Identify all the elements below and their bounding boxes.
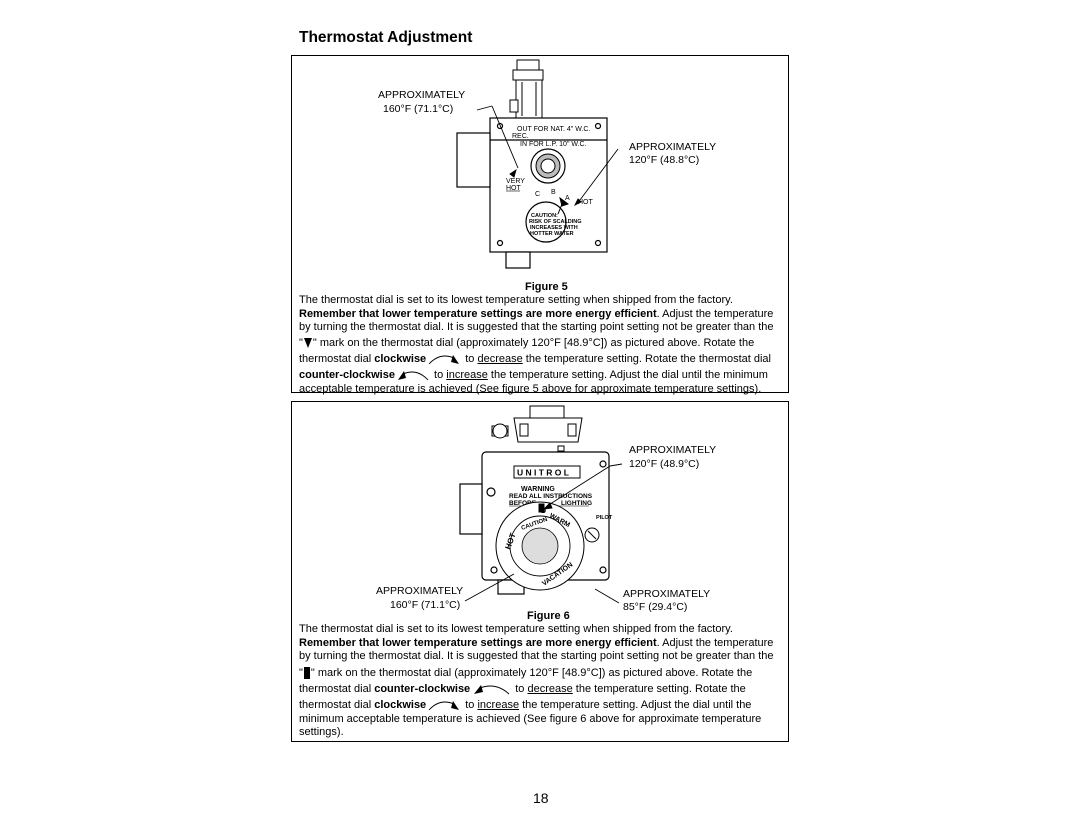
label-hot-right: HOT (578, 199, 594, 206)
counterclockwise-arrow-icon-6 (474, 684, 510, 695)
page-number: 18 (533, 790, 549, 806)
unitrol-top-fitting (491, 405, 583, 452)
label-approx-right: APPROXIMATELY (629, 141, 716, 153)
label-caution-1: CAUTION: (531, 213, 558, 219)
label-approx-left-6: APPROXIMATELY (376, 585, 463, 597)
label-approx-right-top: APPROXIMATELY (629, 444, 716, 456)
leader-lines (476, 105, 619, 207)
figure-5-panel: APPROXIMATELY 160°F (71.1°C) APPROXIMATE… (291, 55, 789, 395)
dial-marker-icon (303, 666, 310, 679)
label-before: BEFORE (509, 500, 537, 507)
label-a: A (565, 195, 570, 202)
label-temp-right: 120°F (48.8°C) (629, 154, 699, 166)
label-brand: U N I T R O L (517, 468, 569, 478)
pilot-knob-6 (584, 527, 600, 543)
pilot-knob (530, 148, 566, 184)
label-approx-right-bottom: APPROXIMATELY (623, 588, 710, 600)
page-title: Thermostat Adjustment (299, 29, 473, 46)
thermostat-dial (525, 196, 570, 243)
figure-5-paragraph: The thermostat dial is set to its lowest… (299, 294, 774, 395)
label-lighting: LIGHTING (561, 500, 592, 507)
label-temp-left: 160°F (71.1°C) (383, 103, 453, 115)
figure-5-diagram: APPROXIMATELY 160°F (71.1°C) APPROXIMATE… (378, 59, 716, 269)
label-caution-4: HOTTER WATER (530, 231, 574, 237)
label-temp-left-6: 160°F (71.1°C) (390, 599, 460, 611)
label-gas-in: IN FOR L.P. 10" W.C. (520, 141, 587, 148)
label-pilot: PILOT (596, 515, 613, 521)
label-temp-right-bottom: 85°F (29.4°C) (623, 601, 687, 613)
label-caution-2: RISK OF SCALDING (529, 219, 582, 225)
dial-pointer-icon (303, 337, 312, 348)
label-temp-right-top: 120°F (48.9°C) (629, 458, 699, 470)
label-d: D (541, 508, 546, 515)
figure-6-caption: Figure 6 (527, 610, 570, 622)
temperature-dial (495, 501, 585, 591)
leader-lines-6 (464, 463, 623, 604)
figure-6-diagram: U N I T R O L WARNING READ ALL INSTRUCTI… (376, 405, 716, 613)
label-gas-out: OUT FOR NAT. 4" W.C. (517, 126, 590, 133)
label-warning: WARNING (521, 486, 555, 493)
counterclockwise-arrow-icon (397, 371, 429, 381)
label-approx-left: APPROXIMATELY (378, 89, 465, 101)
clockwise-arrow-icon-6 (428, 701, 460, 711)
label-read-all: READ ALL INSTRUCTIONS (509, 493, 593, 500)
gas-valve-body (456, 117, 608, 269)
brand-plate: U N I T R O L (513, 465, 581, 479)
label-very: VERY (506, 178, 525, 185)
figure-6-panel: U N I T R O L WARNING READ ALL INSTRUCTI… (291, 401, 789, 742)
label-b: B (551, 189, 556, 196)
label-c: C (535, 191, 540, 198)
figure-6-paragraph: The thermostat dial is set to its lowest… (299, 623, 774, 739)
label-hot-left: HOT (506, 185, 522, 192)
clockwise-arrow-icon (428, 355, 460, 365)
label-caution-3: INCREASES WITH (530, 225, 578, 231)
figure-5-caption: Figure 5 (525, 281, 568, 293)
gas-valve-top-fitting (509, 59, 544, 119)
label-gas-rec: REC. (512, 133, 529, 140)
